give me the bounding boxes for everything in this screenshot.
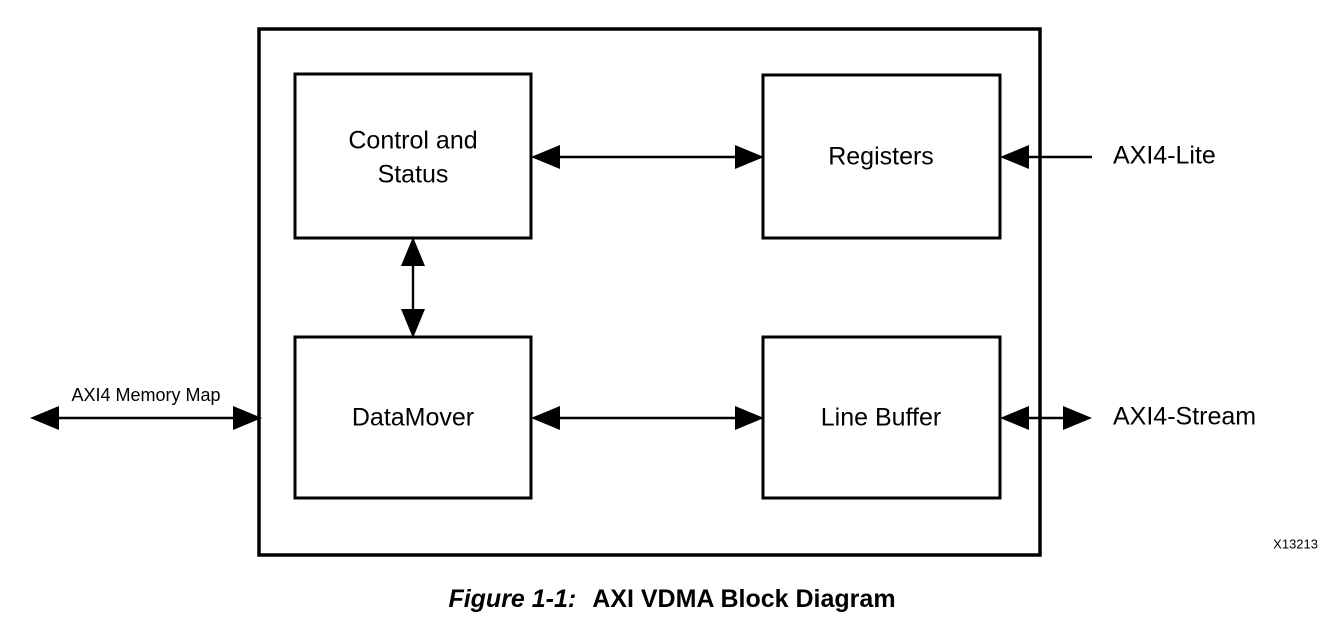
arrowhead-down-datamover <box>401 309 425 338</box>
port-label-axi4-stream: AXI4-Stream <box>1113 403 1256 431</box>
port-axi4-memory-map[interactable]: AXI4 Memory Map <box>30 385 262 430</box>
port-axi4-lite[interactable]: AXI4-Lite <box>1000 142 1216 170</box>
arrowhead-in-axi4-stream <box>1000 406 1029 430</box>
block-datamover[interactable] <box>293 335 533 500</box>
vdma-container-boundary <box>257 27 1042 557</box>
block-label-control-and-status-line1: Control and <box>348 127 477 155</box>
arrowhead-up-control-status <box>401 237 425 266</box>
figure-caption: Figure 1-1: AXI VDMA Block Diagram <box>0 578 1344 620</box>
arrowhead-left-control-status <box>531 145 560 169</box>
arrowhead-in-axi4-lite <box>1000 145 1029 169</box>
arrowhead-in-axi4-memory-map <box>233 406 262 430</box>
figure-id-label: X13213 <box>1273 536 1318 551</box>
connection-control-status-to-registers <box>531 145 764 169</box>
block-registers[interactable] <box>761 73 1002 240</box>
block-control-and-status[interactable] <box>293 72 533 240</box>
port-label-axi4-lite: AXI4-Lite <box>1113 142 1216 170</box>
block-label-line-buffer: Line Buffer <box>821 404 941 432</box>
arrowhead-right-line-buffer <box>735 406 764 430</box>
port-label-axi4-memory-map: AXI4 Memory Map <box>71 385 220 405</box>
port-axi4-stream[interactable]: AXI4-Stream <box>1000 403 1256 431</box>
arrowhead-left-datamover <box>531 406 560 430</box>
block-line-buffer[interactable] <box>761 335 1002 500</box>
block-label-registers: Registers <box>828 143 934 171</box>
connection-datamover-to-line-buffer <box>531 406 764 430</box>
figure-caption-title: AXI VDMA Block Diagram <box>592 584 896 613</box>
arrowhead-right-registers <box>735 145 764 169</box>
figure-caption-number: Figure 1-1: <box>448 584 577 613</box>
connection-control-status-to-datamover <box>401 237 425 338</box>
block-label-control-and-status-line2: Status <box>378 161 449 189</box>
arrowhead-out-axi4-stream <box>1063 406 1092 430</box>
arrowhead-out-axi4-memory-map <box>30 406 59 430</box>
block-label-datamover: DataMover <box>352 404 474 432</box>
